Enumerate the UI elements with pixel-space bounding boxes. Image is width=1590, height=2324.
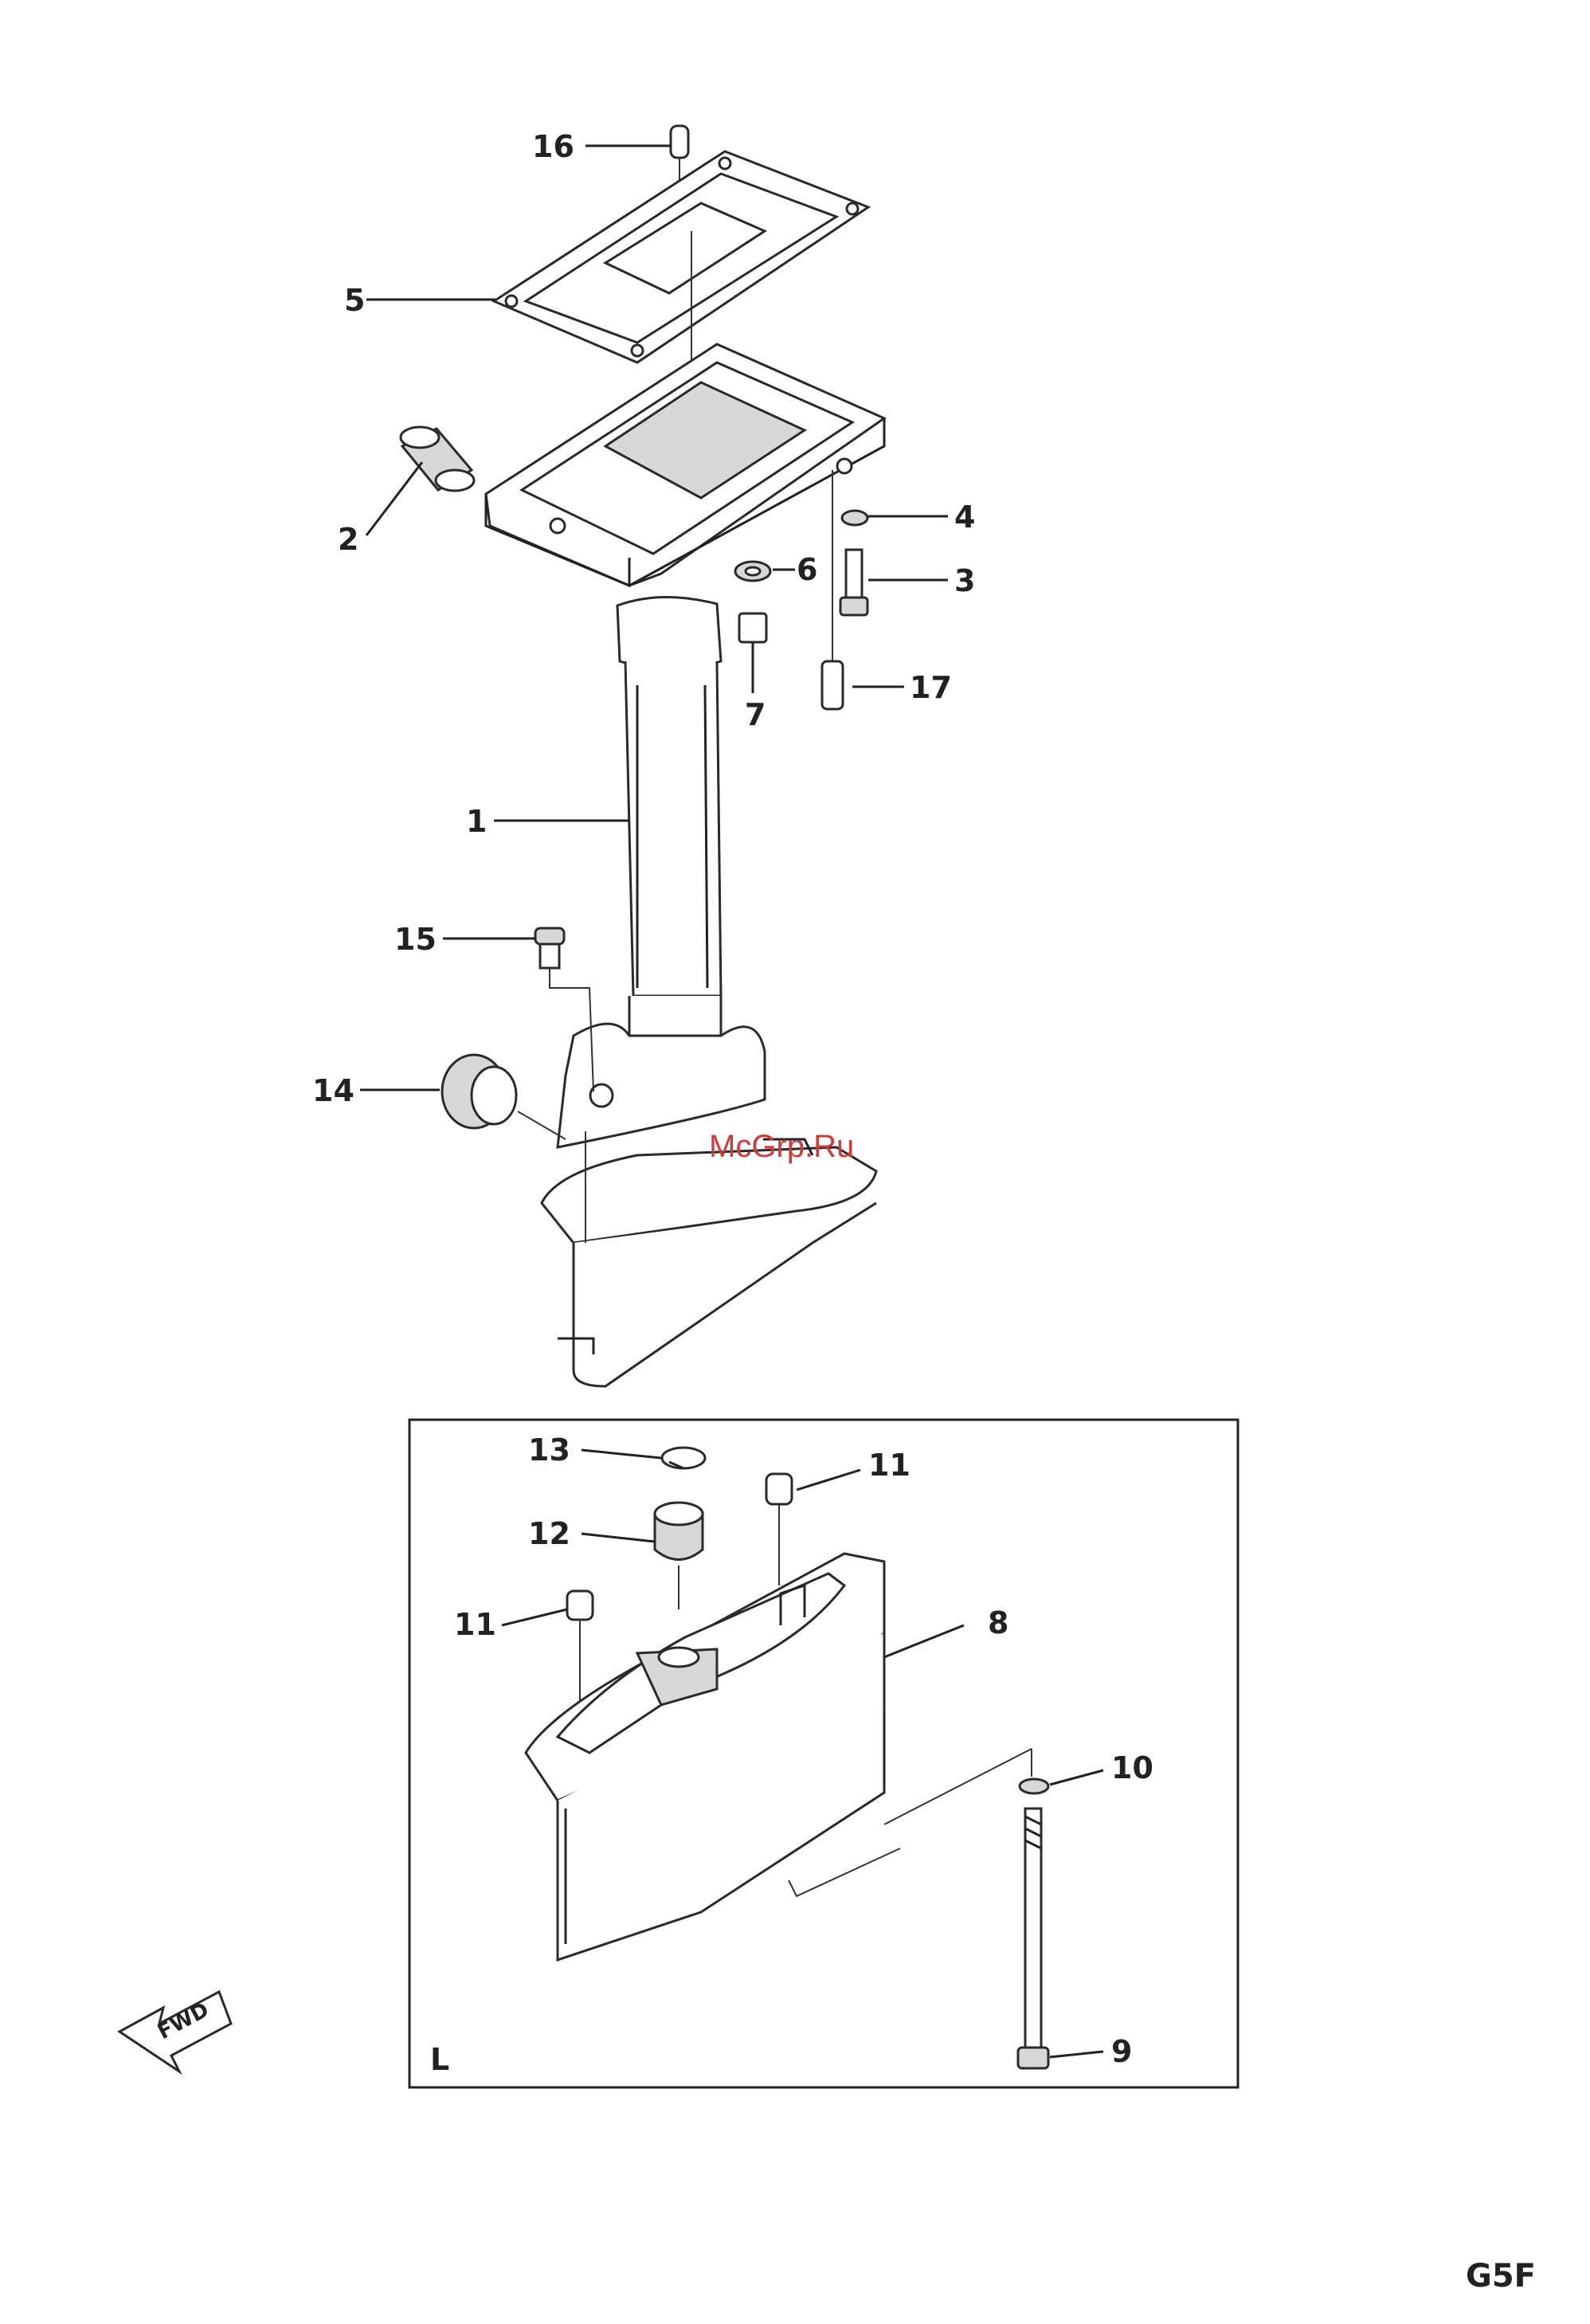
part-12-bushing (655, 1503, 703, 1609)
label-2: 2 (338, 522, 358, 557)
part-10-washer (1020, 1779, 1048, 1793)
label-14: 14 (312, 1073, 354, 1108)
page-code: G5F (1466, 2258, 1536, 2295)
label-11-left: 11 (454, 1607, 496, 1642)
part-6-washer (735, 562, 770, 581)
label-9: 9 (1111, 2034, 1132, 2069)
part-9-long-bolt (1018, 1809, 1048, 2068)
part-11-dowel-right (766, 1474, 792, 1585)
label-16: 16 (532, 129, 574, 164)
fwd-direction-arrow: FWD (119, 1992, 231, 2071)
label-10: 10 (1111, 1750, 1153, 1785)
label-8: 8 (988, 1605, 1008, 1640)
part-5-gasket (494, 151, 868, 363)
part-7-nut (739, 613, 766, 642)
label-15: 15 (394, 922, 437, 957)
inset-label: L (430, 2042, 449, 2077)
label-17: 17 (910, 670, 952, 705)
label-6: 6 (797, 552, 817, 587)
upper-mount-plate (486, 344, 884, 586)
label-3: 3 (954, 563, 975, 598)
label-4: 4 (954, 500, 975, 535)
label-11-right: 11 (868, 1448, 911, 1483)
part-14-grommet (442, 1055, 566, 1139)
label-12: 12 (528, 1516, 570, 1551)
part-4-washer (842, 511, 867, 525)
watermark: McGrp.Ru (709, 1129, 854, 1164)
label-5: 5 (344, 283, 365, 318)
label-7: 7 (745, 697, 766, 732)
label-13: 13 (528, 1432, 570, 1468)
part-2-sleeve (401, 427, 474, 491)
part-13-circlip (662, 1448, 705, 1468)
label-1: 1 (466, 804, 487, 839)
part-1-driveshaft-housing (542, 597, 876, 1386)
part-17-pin (822, 470, 843, 709)
part-3-bolt (840, 550, 867, 615)
